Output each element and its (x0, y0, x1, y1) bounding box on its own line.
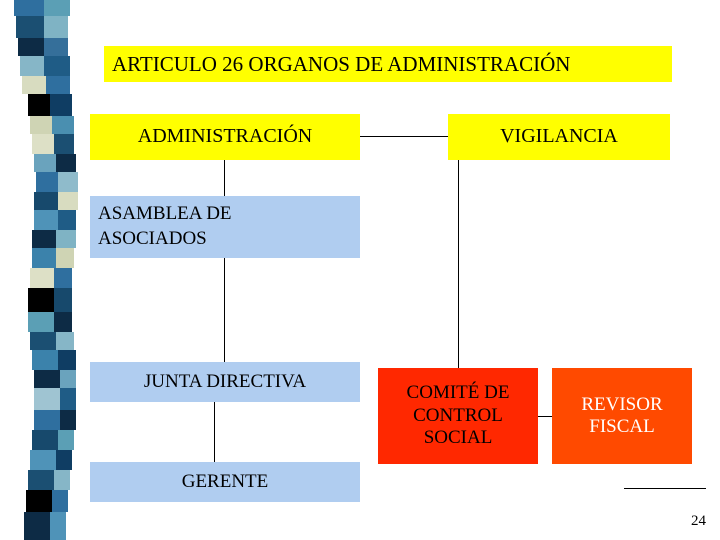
slide-title-banner: ARTICULO 26 ORGANOS DE ADMINISTRACIÓN (104, 46, 672, 82)
node-junta-directiva: JUNTA DIRECTIVA (90, 362, 360, 402)
node-gerente: GERENTE (90, 462, 360, 502)
page-number: 24 (691, 513, 706, 529)
node-asamblea-de-asociados: ASAMBLEA DE ASOCIADOS (90, 196, 360, 258)
node-vigilancia-label: VIGILANCIA (500, 125, 618, 148)
node-comite-label: COMITÉ DE CONTROL SOCIAL (407, 382, 510, 449)
decorative-ribbon-graphic (0, 0, 92, 540)
node-comite-control-social: COMITÉ DE CONTROL SOCIAL (378, 368, 538, 464)
connector-comite-to-revisor (538, 416, 552, 417)
node-revisor-fiscal: REVISOR FISCAL (552, 368, 692, 464)
node-asamblea-label-line1: ASAMBLEA DE (98, 203, 232, 224)
connector-admin-to-vigilancia (360, 136, 448, 137)
page-title: ARTICULO 26 ORGANOS DE ADMINISTRACIÓN (112, 51, 571, 76)
node-asamblea-label-line2: ASOCIADOS (98, 227, 207, 249)
connector-vigilancia-down (458, 160, 459, 368)
node-revisor-label-line1: REVISOR (581, 393, 663, 415)
node-gerente-label: GERENTE (181, 470, 269, 492)
node-asamblea-label: ASAMBLEA DE ASOCIADOS (98, 202, 232, 251)
node-comite-label-line2: CONTROL (413, 404, 503, 426)
node-vigilancia: VIGILANCIA (448, 114, 670, 160)
node-administracion-label: ADMINISTRACIÓN (137, 125, 313, 148)
node-junta-directiva-label: JUNTA DIRECTIVA (143, 370, 307, 392)
connector-asamblea-to-junta (224, 258, 225, 362)
connector-bottom-rule (624, 488, 706, 489)
connector-junta-to-gerente (214, 402, 215, 462)
node-revisor-label-line2: FISCAL (589, 416, 655, 437)
node-comite-label-line3: SOCIAL (423, 427, 493, 449)
node-comite-label-line1: COMITÉ DE (406, 382, 510, 404)
node-revisor-label: REVISOR FISCAL (581, 394, 662, 439)
connector-admin-down (224, 160, 225, 196)
node-administracion: ADMINISTRACIÓN (90, 114, 360, 160)
